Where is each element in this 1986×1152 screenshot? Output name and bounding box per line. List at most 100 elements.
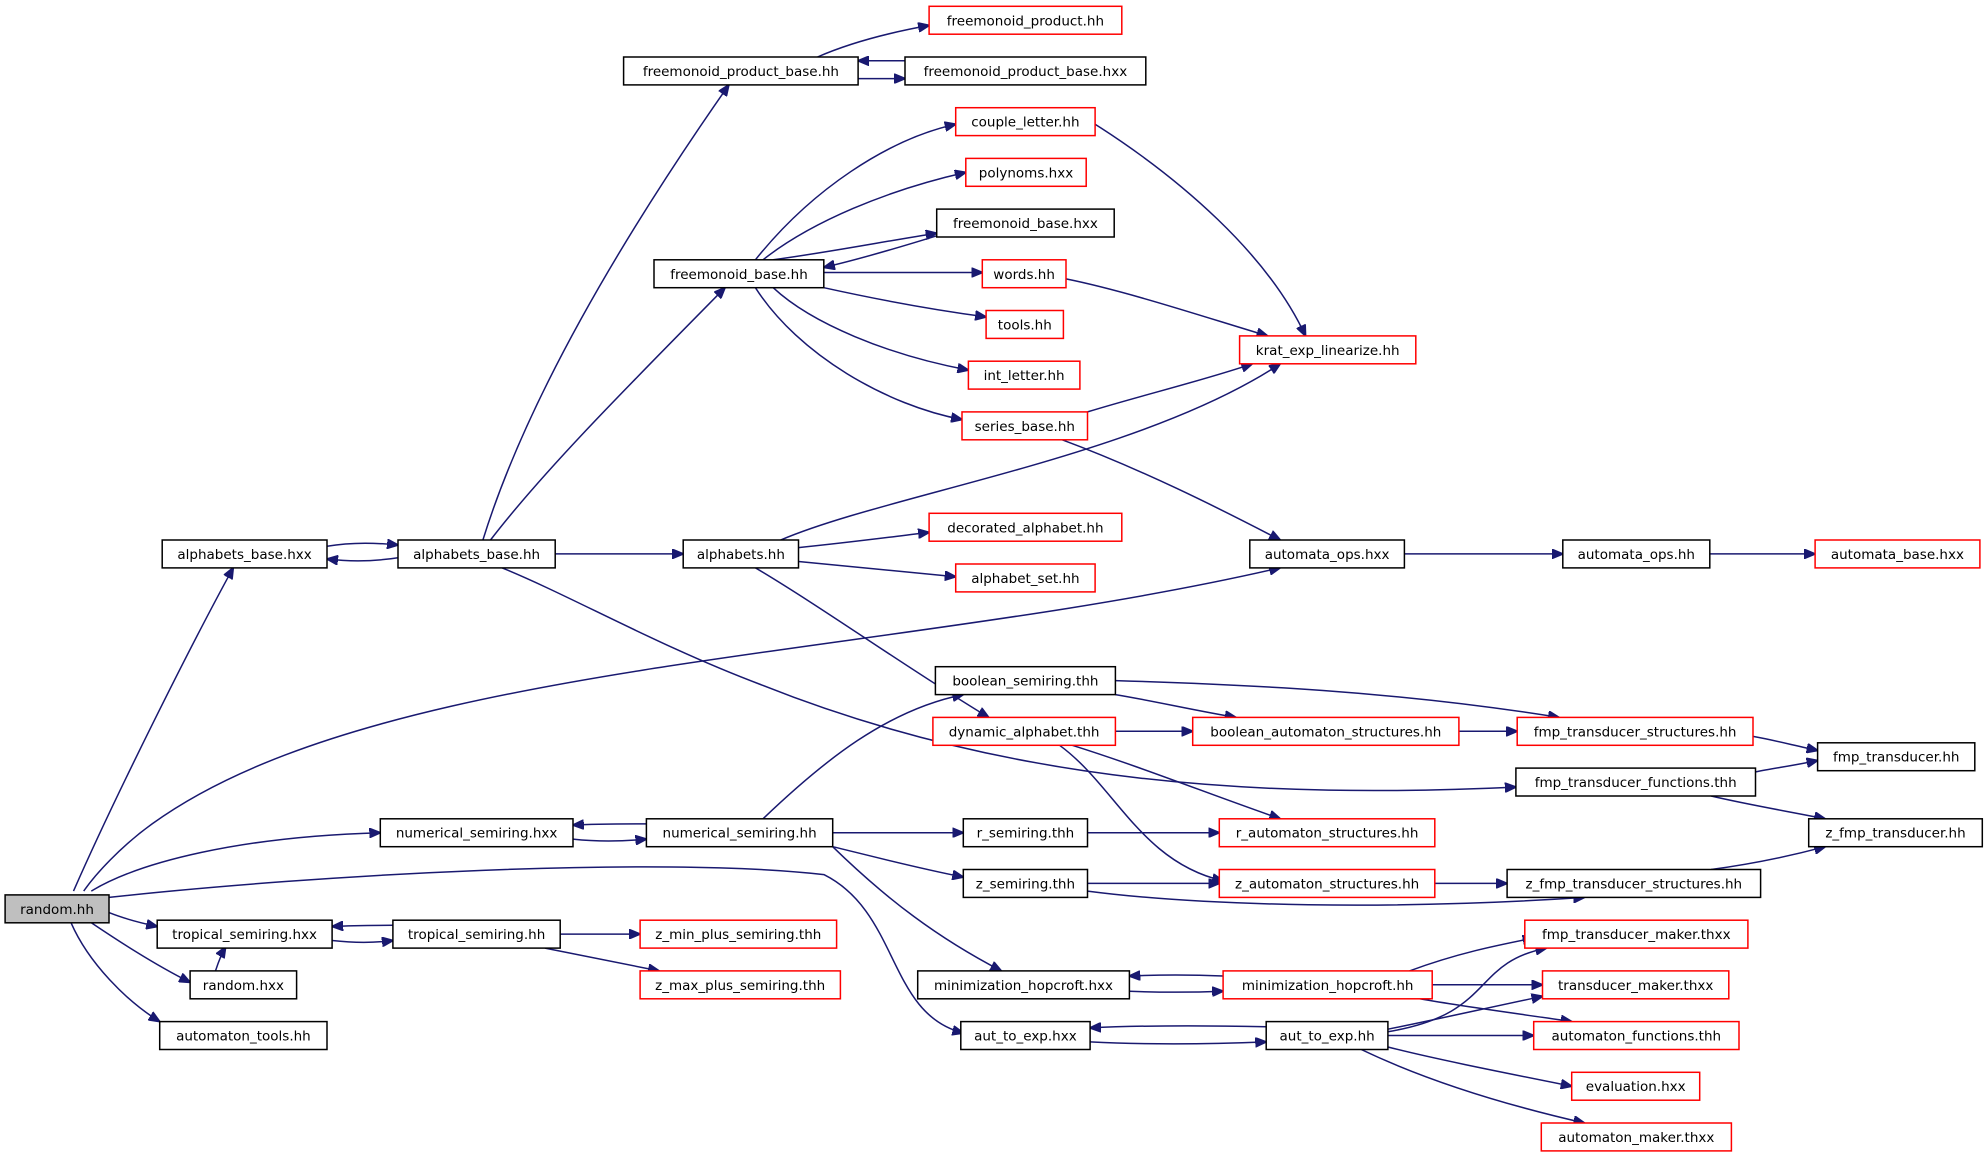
edge-automaton-tools-hh-to-random-hh (70, 922, 160, 1022)
node-z-automaton-structures-hh[interactable]: z_automaton_structures.hh (1218, 868, 1436, 899)
node-box (1222, 970, 1433, 1000)
node-numerical-semiring-hxx[interactable]: numerical_semiring.hxx (379, 818, 574, 848)
edge-freemonoid-product-hh-to-freemonoid-product-base-hh (817, 25, 930, 58)
edge-z-fmp-transducer-hh-to-fmp-transducer-functions-thh (1710, 795, 1825, 819)
node-label: couple_letter.hh (971, 115, 1079, 131)
node-box (1532, 1020, 1740, 1051)
node-box (904, 56, 1147, 86)
edge-r-automaton-structures-hh-to-dynamic-alphabet-thh (1072, 744, 1280, 819)
node-label: z_automaton_structures.hh (1235, 876, 1419, 892)
edge-int-letter-hh-to-freemonoid-base-hh (772, 287, 968, 370)
node-label: freemonoid_base.hxx (953, 216, 1098, 232)
edge-transducer-maker-thxx-to-aut-to-exp-hh (1387, 996, 1543, 1030)
node-fmp-transducer-hh[interactable]: fmp_transducer.hh (1816, 742, 1976, 772)
edge-aut-to-exp-hxx-to-aut-to-exp-hh (1090, 1026, 1267, 1028)
node-automaton-functions-thh[interactable]: automaton_functions.thh (1532, 1020, 1740, 1051)
node-label: freemonoid_product_base.hh (643, 64, 839, 80)
node-fmp-transducer-maker-thxx[interactable]: fmp_transducer_maker.thxx (1524, 919, 1749, 949)
node-box (985, 309, 1065, 340)
node-label: automata_ops.hh (1578, 547, 1695, 563)
edge-automata-ops-hxx-to-random-hh (83, 568, 1281, 892)
node-freemonoid-base-hxx[interactable]: freemonoid_base.hxx (935, 208, 1115, 238)
node-label: random.hxx (203, 978, 284, 994)
node-tools-hh[interactable]: tools.hh (985, 309, 1065, 340)
node-box (1516, 716, 1754, 747)
node-label: krat_exp_linearize.hh (1256, 343, 1400, 359)
node-box (1191, 716, 1460, 747)
node-r-semiring-thh[interactable]: r_semiring.thh (962, 818, 1089, 848)
node-r-automaton-structures-hh[interactable]: r_automaton_structures.hh (1218, 818, 1436, 848)
node-box (967, 360, 1081, 390)
node-tropical-semiring-hh[interactable]: tropical_semiring.hh (392, 919, 561, 949)
node-box (928, 5, 1123, 35)
node-box (1265, 1020, 1389, 1051)
node-alphabets-hh[interactable]: alphabets.hh (682, 539, 800, 569)
node-minimization-hopcroft-hh[interactable]: minimization_hopcroft.hh (1222, 970, 1433, 1000)
node-boolean-automaton-structures-hh[interactable]: boolean_automaton_structures.hh (1191, 716, 1460, 747)
edge-tropical-semiring-hxx-to-random-hh (108, 911, 157, 927)
node-alphabets-base-hxx[interactable]: alphabets_base.hxx (161, 539, 328, 569)
node-box (916, 970, 1131, 1000)
node-couple-letter-hh[interactable]: couple_letter.hh (954, 106, 1096, 137)
node-aut-to-exp-hh[interactable]: aut_to_exp.hh (1265, 1020, 1389, 1051)
edge-aut-to-exp-hxx-to-random-hh (108, 866, 963, 1033)
node-random-hh[interactable]: random.hh (4, 894, 110, 924)
node-fmp-transducer-structures-hh[interactable]: fmp_transducer_structures.hh (1516, 716, 1754, 747)
node-tropical-semiring-hxx[interactable]: tropical_semiring.hxx (156, 919, 333, 949)
node-minimization-hopcroft-hxx[interactable]: minimization_hopcroft.hxx (916, 970, 1131, 1000)
edge-automaton-maker-thxx-to-aut-to-exp-hh (1360, 1048, 1584, 1124)
node-freemonoid-product-base-hxx[interactable]: freemonoid_product_base.hxx (904, 56, 1147, 86)
node-automata-base-hxx[interactable]: automata_base.hxx (1814, 539, 1981, 569)
edge-fmp-transducer-structures-hh-to-boolean-semiring-thh (1115, 679, 1559, 718)
node-evaluation-hxx[interactable]: evaluation.hxx (1570, 1071, 1701, 1101)
node-words-hh[interactable]: words.hh (981, 259, 1067, 289)
node-label: automaton_functions.thh (1552, 1029, 1722, 1045)
node-dynamic-alphabet-thh[interactable]: dynamic_alphabet.thh (932, 716, 1117, 747)
node-label: aut_to_exp.hxx (974, 1029, 1077, 1045)
node-label: freemonoid_product.hh (947, 13, 1104, 29)
node-random-hxx[interactable]: random.hxx (189, 970, 298, 1000)
node-freemonoid-product-hh[interactable]: freemonoid_product.hh (928, 5, 1123, 35)
node-z-semiring-thh[interactable]: z_semiring.thh (962, 868, 1089, 899)
node-krat-exp-linearize-hh[interactable]: krat_exp_linearize.hh (1238, 335, 1417, 365)
node-z-max-plus-semiring-thh[interactable]: z_max_plus_semiring.thh (639, 970, 842, 1000)
node-z-fmp-transducer-hh[interactable]: z_fmp_transducer.hh (1807, 818, 1984, 848)
node-aut-to-exp-hxx[interactable]: aut_to_exp.hxx (960, 1020, 1091, 1051)
edge-fmp-transducer-functions-thh-to-alphabets-base-hh (501, 567, 1516, 791)
node-box (161, 539, 328, 569)
node-automaton-maker-thxx[interactable]: automaton_maker.thxx (1540, 1122, 1733, 1152)
node-int-letter-hh[interactable]: int_letter.hh (967, 360, 1081, 390)
node-fmp-transducer-functions-thh[interactable]: fmp_transducer_functions.thh (1515, 767, 1757, 797)
node-box (1238, 335, 1417, 365)
node-numerical-semiring-hh[interactable]: numerical_semiring.hh (645, 818, 834, 848)
node-series-base-hh[interactable]: series_base.hh (961, 411, 1089, 441)
edge-automaton-functions-thh-to-minimization-hopcroft-hh (1419, 998, 1572, 1022)
node-automata-ops-hh[interactable]: automata_ops.hh (1562, 539, 1711, 569)
node-z-fmp-transducer-structures-hh[interactable]: z_fmp_transducer_structures.hh (1506, 868, 1762, 899)
node-polynoms-hxx[interactable]: polynoms.hxx (965, 157, 1087, 188)
node-transducer-maker-thxx[interactable]: transducer_maker.thxx (1541, 970, 1730, 1000)
node-decorated-alphabet-hh[interactable]: decorated_alphabet.hh (928, 512, 1123, 542)
node-box (682, 539, 800, 569)
node-label: fmp_transducer_functions.thh (1535, 775, 1737, 791)
edge-random-hxx-to-random-hh (90, 922, 190, 983)
edge-z-max-plus-semiring-thh-to-tropical-semiring-hh (544, 947, 659, 971)
node-alphabet-set-hh[interactable]: alphabet_set.hh (954, 563, 1096, 593)
edge-z-automaton-structures-hh-to-dynamic-alphabet-thh (1059, 744, 1224, 881)
edge-polynoms-hxx-to-freemonoid-base-hh (762, 172, 966, 261)
node-alphabets-base-hh[interactable]: alphabets_base.hh (397, 539, 556, 569)
node-z-min-plus-semiring-thh[interactable]: z_min_plus_semiring.thh (639, 919, 838, 949)
node-automaton-tools-hh[interactable]: automaton_tools.hh (158, 1020, 328, 1051)
edge-numerical-semiring-hxx-to-numerical-semiring-hh (573, 824, 647, 825)
node-label: tropical_semiring.hxx (172, 927, 317, 943)
edge-freemonoid-product-base-hh-to-alphabets-base-hh (482, 85, 729, 541)
node-freemonoid-product-base-hh[interactable]: freemonoid_product_base.hh (622, 56, 859, 86)
node-label: z_max_plus_semiring.thh (655, 978, 825, 994)
node-freemonoid-base-hh[interactable]: freemonoid_base.hh (653, 259, 825, 289)
node-automata-ops-hxx[interactable]: automata_ops.hxx (1249, 539, 1406, 569)
edge-fmp-transducer-hh-to-fmp-transducer-structures-hh (1752, 735, 1818, 750)
node-box (639, 919, 838, 949)
edge-series-base-hh-to-freemonoid-base-hh (754, 287, 962, 420)
node-box (954, 106, 1096, 137)
node-boolean-semiring-thh[interactable]: boolean_semiring.thh (934, 665, 1117, 696)
